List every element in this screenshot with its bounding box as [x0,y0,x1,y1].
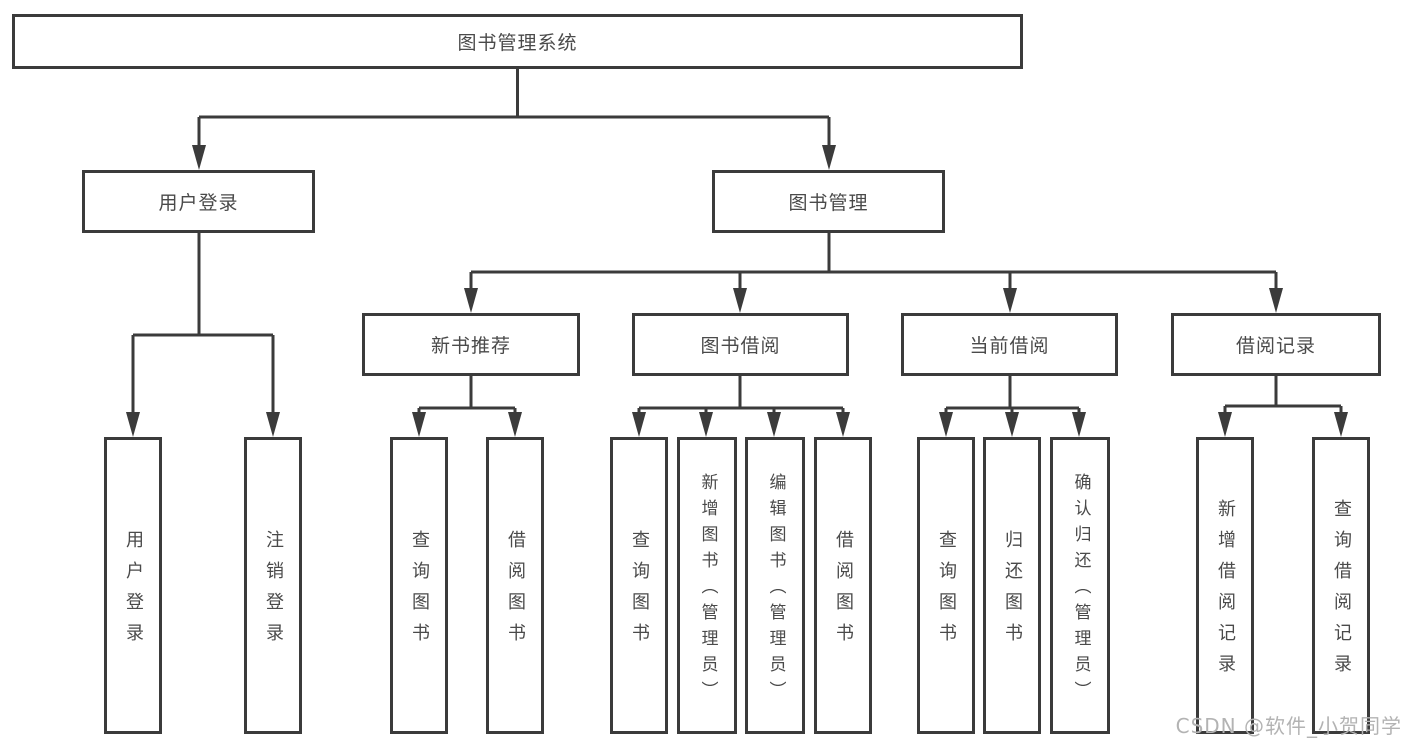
leaf-add-book-admin: 新增图书（管理员） [677,437,737,734]
arrowhead-icon [1218,412,1232,437]
node-borrow-records: 借阅记录 [1171,313,1381,376]
leaf-add-borrow-record-label: 新增借阅记录 [1215,499,1236,685]
leaf-return-book-label: 归还图书 [1002,530,1023,654]
leaf-confirm-return-admin-label: 确认归还（管理员） [1070,473,1091,707]
arrowhead-icon [1269,288,1283,313]
leaf-borrow-books-recommend-label: 借阅图书 [505,530,526,654]
arrowhead-icon [1334,412,1348,437]
edges-user-login-children [126,233,280,437]
arrowhead-icon [266,412,280,437]
node-book-management: 图书管理 [712,170,945,233]
arrowhead-icon [412,412,426,437]
node-user-login: 用户登录 [82,170,315,233]
arrowhead-icon [126,412,140,437]
leaf-borrow-books-recommend: 借阅图书 [486,437,544,734]
leaf-return-book: 归还图书 [983,437,1041,734]
edges-root-to-level2 [192,69,836,170]
leaf-query-books-current-label: 查询图书 [936,530,957,654]
edges-current-borrowing-children [939,376,1086,437]
node-current-borrowing: 当前借阅 [901,313,1118,376]
arrowhead-icon [733,288,747,313]
leaf-user-login-label: 用户登录 [123,530,144,654]
arrowhead-icon [836,412,850,437]
arrowhead-icon [508,412,522,437]
leaf-edit-book-admin: 编辑图书（管理员） [745,437,805,734]
arrowhead-icon [1005,412,1019,437]
leaf-user-login: 用户登录 [104,437,162,734]
arrowhead-icon [822,145,836,170]
leaf-add-book-admin-label: 新增图书（管理员） [697,473,718,707]
arrowhead-icon [192,145,206,170]
leaf-confirm-return-admin: 确认归还（管理员） [1050,437,1110,734]
edges-borrow-records-children [1218,376,1348,437]
leaf-query-books-borrowing-label: 查询图书 [629,530,650,654]
leaf-edit-book-admin-label: 编辑图书（管理员） [765,473,786,707]
leaf-query-books-current: 查询图书 [917,437,975,734]
edges-book-management-children [464,233,1283,313]
leaf-query-borrow-record: 查询借阅记录 [1312,437,1370,734]
leaf-logout: 注销登录 [244,437,302,734]
edges-book-borrowing-children [632,376,850,437]
node-new-book-recommend: 新书推荐 [362,313,580,376]
leaf-borrow-books: 借阅图书 [814,437,872,734]
arrowhead-icon [632,412,646,437]
arrowhead-icon [699,412,713,437]
leaf-query-books-borrowing: 查询图书 [610,437,668,734]
arrowhead-icon [1003,288,1017,313]
node-library-management-system: 图书管理系统 [12,14,1023,69]
leaf-add-borrow-record: 新增借阅记录 [1196,437,1254,734]
node-book-borrowing: 图书借阅 [632,313,849,376]
leaf-query-books-recommend: 查询图书 [390,437,448,734]
leaf-query-borrow-record-label: 查询借阅记录 [1331,499,1352,685]
leaf-query-books-recommend-label: 查询图书 [409,530,430,654]
csdn-watermark: CSDN @软件_小贺同学 [1175,714,1402,738]
arrowhead-icon [464,288,478,313]
arrowhead-icon [939,412,953,437]
leaf-borrow-books-label: 借阅图书 [833,530,854,654]
leaf-logout-label: 注销登录 [263,530,284,654]
arrowhead-icon [1072,412,1086,437]
arrowhead-icon [767,412,781,437]
edges-new-book-recommend-children [412,376,522,437]
